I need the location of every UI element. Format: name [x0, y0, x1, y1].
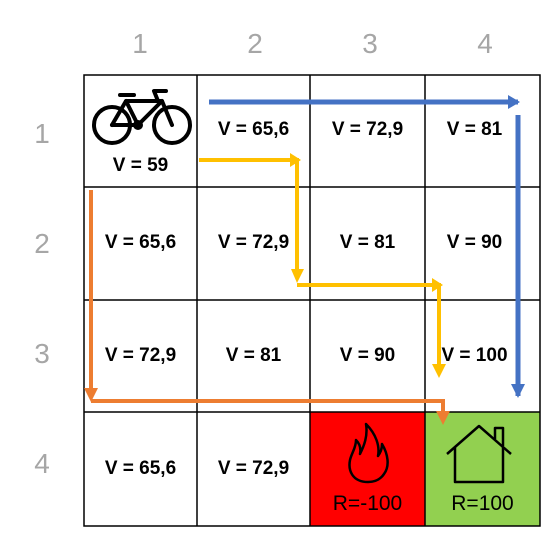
cell-r3-c4: V = 100 [425, 300, 540, 412]
path-blue-arrowhead [511, 384, 525, 398]
value-r1-c2: V = 65,6 [217, 119, 290, 140]
cell-r3-c1: V = 72,9 [84, 300, 197, 412]
row-header-2: 2 [34, 228, 50, 259]
cell-r3-c3: V = 90 [310, 300, 425, 412]
cell-r4-c2: V = 72,9 [197, 412, 310, 526]
col-header-4: 4 [477, 28, 493, 59]
value-r2-c1: V = 65,6 [104, 232, 177, 253]
cell-r4-c1: V = 65,6 [84, 412, 197, 526]
value-r2-c3: V = 81 [339, 232, 396, 253]
value-r2-c4: V = 90 [446, 232, 503, 253]
path-orange-arrowhead [436, 411, 450, 425]
value-r3-c2: V = 81 [225, 345, 282, 366]
cell-r2-c4: V = 90 [425, 187, 540, 300]
cell-r1-c2: V = 65,6 [197, 75, 310, 187]
bicycle-icon [90, 85, 192, 152]
path-yellow-arrowhead [432, 278, 443, 292]
path-yellow-arrow [199, 158, 441, 371]
path-orange-arrow [89, 190, 445, 416]
hazard-reward: R=-100 [332, 492, 403, 515]
value-r1-c3: V = 72,9 [331, 119, 404, 140]
hazard-cell: R=-100 [310, 412, 425, 526]
cell-r1-c3: V = 72,9 [310, 75, 425, 187]
path-yellow-arrowhead [290, 153, 301, 167]
cell-r2-c1: V = 65,6 [84, 187, 197, 300]
row-header-3: 3 [34, 338, 50, 369]
house-icon [443, 422, 515, 491]
value-r1-c4: V = 81 [446, 119, 503, 140]
value-r2-c2: V = 72,9 [217, 232, 290, 253]
value-r4-c2: V = 72,9 [217, 458, 290, 479]
row-header-1: 1 [34, 118, 50, 149]
cell-r3-c2: V = 81 [197, 300, 310, 412]
col-header-3: 3 [362, 28, 378, 59]
row-header-4: 4 [34, 448, 50, 479]
fire-icon [344, 422, 392, 491]
value-r3-c4: V = 100 [441, 345, 508, 366]
path-yellow-arrowhead [291, 269, 304, 283]
value-r3-c1: V = 72,9 [104, 345, 177, 366]
col-header-2: 2 [247, 28, 263, 59]
path-blue-arrowhead [508, 95, 520, 109]
path-orange-arrowhead [84, 388, 98, 402]
value-r4-c1: V = 65,6 [104, 458, 177, 479]
grid-lines [83, 74, 541, 527]
path-blue-arrow [209, 99, 521, 396]
cell-r1-c1: V = 59 [84, 75, 197, 187]
goal-reward: R=100 [451, 492, 514, 515]
cell-r1-c4: V = 81 [425, 75, 540, 187]
value-r3-c3: V = 90 [339, 345, 396, 366]
goal-cell: R=100 [425, 412, 540, 526]
path-yellow-arrowhead [432, 364, 446, 378]
cell-r2-c2: V = 72,9 [197, 187, 310, 300]
value-r1-c1: V = 59 [112, 155, 169, 176]
cell-r2-c3: V = 81 [310, 187, 425, 300]
col-header-1: 1 [132, 28, 148, 59]
